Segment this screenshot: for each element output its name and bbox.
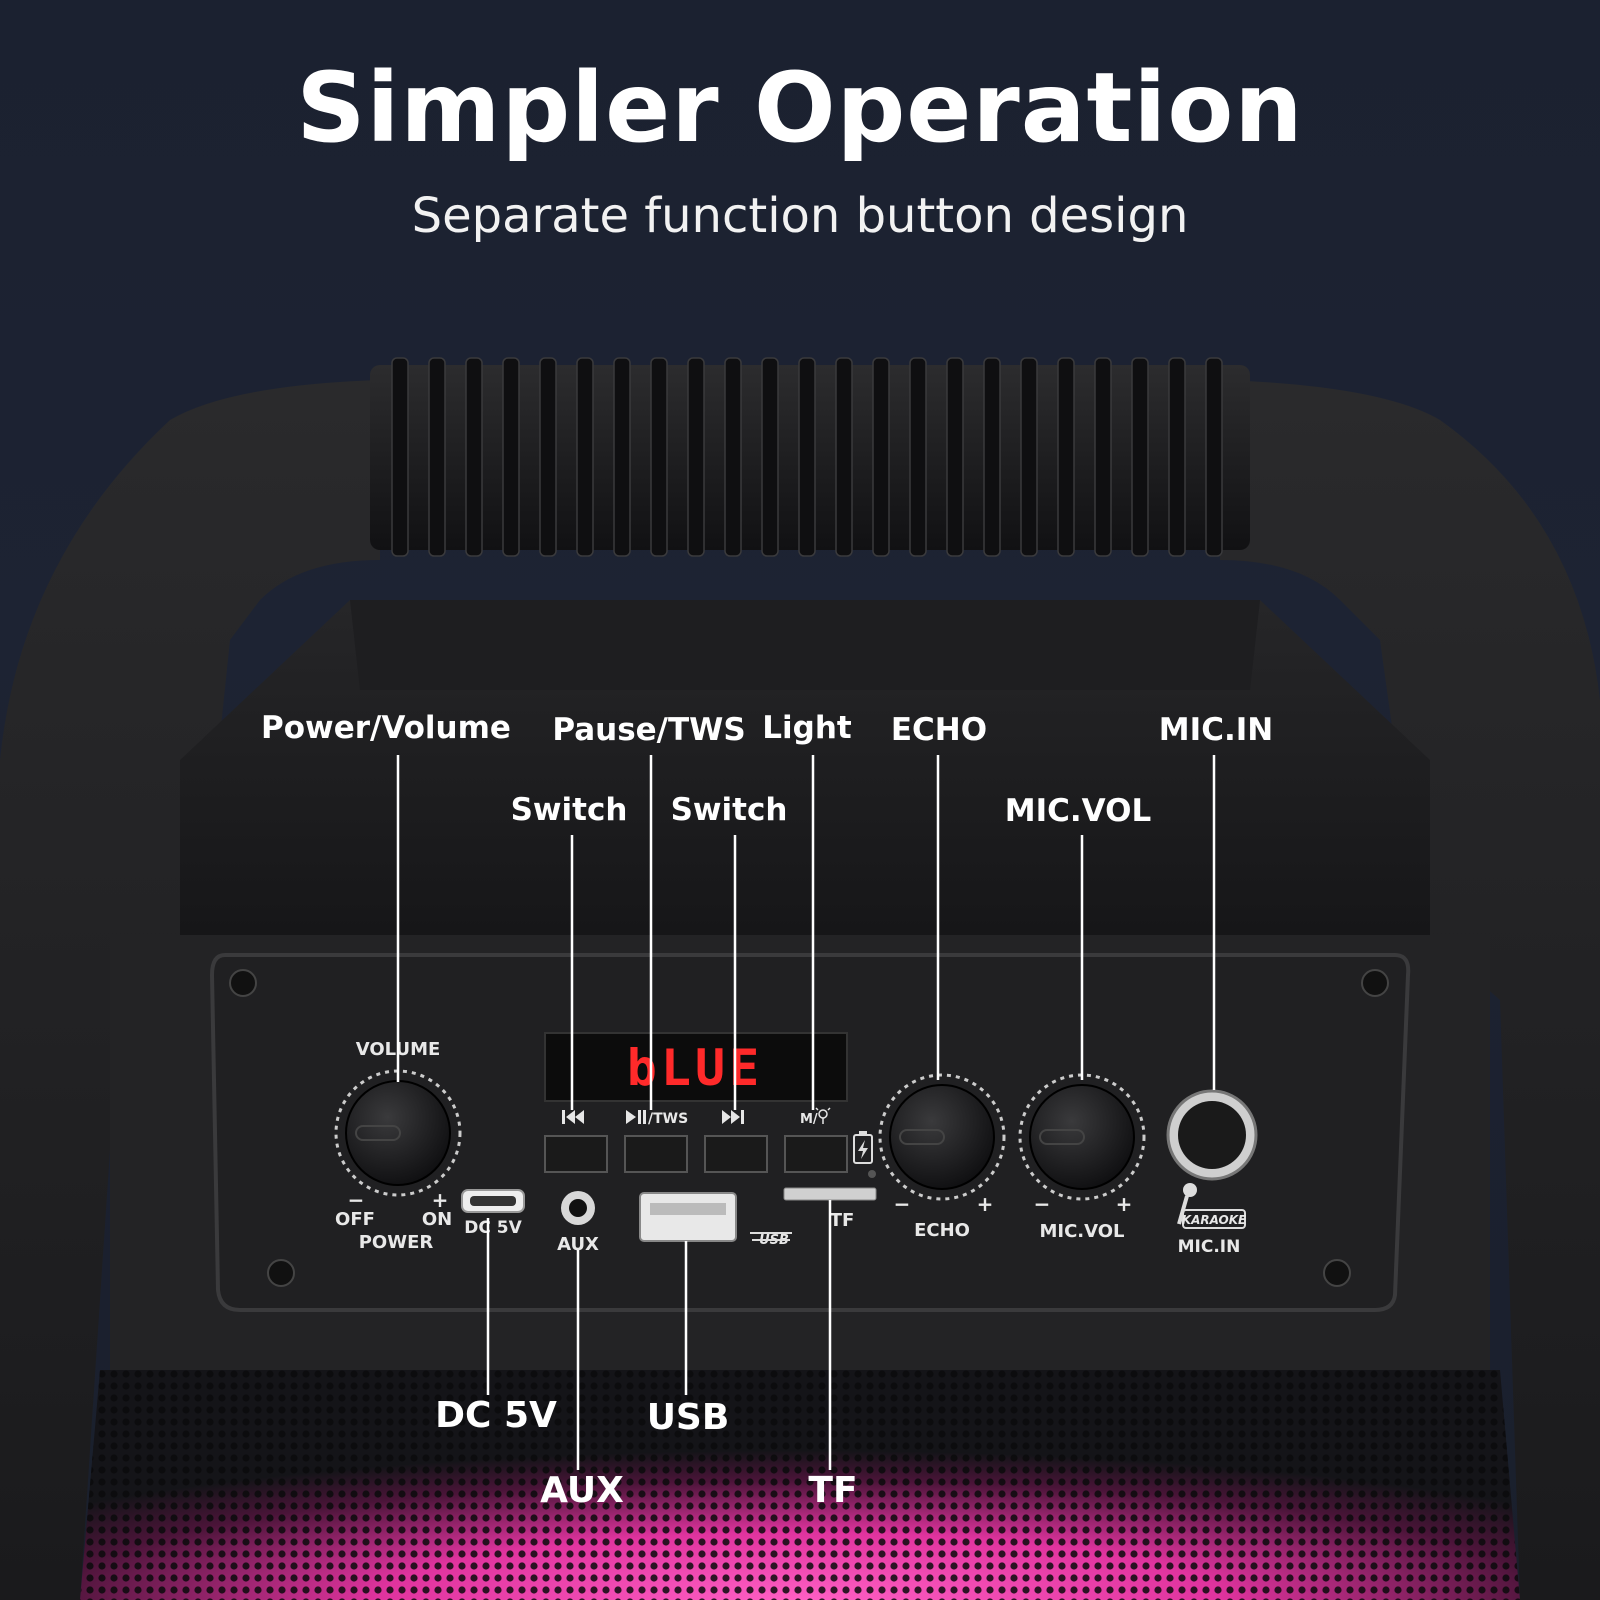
- handle-ridge: [761, 357, 779, 557]
- handle-ridge: [946, 357, 964, 557]
- control-panel: [209, 953, 1411, 1312]
- dc5v-panel-label: DC 5V: [464, 1218, 522, 1238]
- callout-dc5v: DC 5V: [435, 1395, 557, 1436]
- tws-label: /TWS: [648, 1111, 688, 1127]
- callout-mic-in: MIC.IN: [1158, 712, 1274, 748]
- display-text: bLUE: [627, 1039, 763, 1097]
- next-track-icon: [722, 1110, 744, 1124]
- screw-icon: [1323, 1259, 1351, 1287]
- callout-switch-prev: Switch: [510, 792, 628, 828]
- handle-ridge: [1094, 357, 1112, 557]
- handle-ridge: [1205, 357, 1223, 557]
- play-pause-icon: [626, 1110, 646, 1124]
- battery-icon: [853, 1131, 873, 1164]
- handle-ridge: [835, 357, 853, 557]
- aux-hole: [569, 1199, 587, 1217]
- karaoke-label: KARAOKE: [1182, 1213, 1247, 1227]
- mic-in-panel-label: MIC.IN: [1178, 1237, 1241, 1257]
- power-label: POWER: [359, 1232, 434, 1253]
- echo-panel-label: ECHO: [914, 1220, 970, 1241]
- tf-slot[interactable]: [783, 1187, 877, 1201]
- handle-ridge: [798, 357, 816, 557]
- handle-ridge: [539, 357, 557, 557]
- aux-panel-label: AUX: [557, 1234, 599, 1255]
- prev-track-icon: [562, 1110, 584, 1124]
- next-switch-button[interactable]: [704, 1135, 768, 1173]
- callout-switch-next: Switch: [670, 792, 788, 828]
- handle-ridge: [391, 357, 409, 557]
- handle-ridge: [1020, 357, 1038, 557]
- right-frame: [1220, 380, 1600, 1600]
- volume-knob[interactable]: [345, 1080, 451, 1186]
- volume-plus: +: [432, 1188, 449, 1212]
- knob-indicator: [899, 1129, 945, 1145]
- light-button[interactable]: [784, 1135, 848, 1173]
- grille-mesh: [80, 1370, 1520, 1600]
- callout-mic-vol: MIC.VOL: [1004, 793, 1152, 829]
- mic-vol-minus: −: [1034, 1192, 1051, 1216]
- mic-vol-plus: +: [1116, 1192, 1133, 1216]
- handle-recess: [350, 600, 1260, 690]
- mic-in-hole: [1178, 1101, 1246, 1169]
- screw-icon: [267, 1259, 295, 1287]
- volume-minus: −: [348, 1188, 365, 1212]
- echo-knob[interactable]: [889, 1084, 995, 1190]
- on-label: ON: [422, 1209, 452, 1230]
- callout-pause-tws: Pause/TWS: [552, 712, 746, 748]
- echo-scale: [878, 1073, 1006, 1201]
- callout-usb: USB: [646, 1397, 730, 1438]
- handle-ridge: [1057, 357, 1075, 557]
- screw-icon: [229, 969, 257, 997]
- left-frame: [0, 380, 380, 1600]
- knob-indicator: [355, 1125, 401, 1141]
- screw-icon: [1361, 969, 1389, 997]
- knob-indicator: [1039, 1129, 1085, 1145]
- handle-ridge: [687, 357, 705, 557]
- callout-light: Light: [762, 710, 852, 746]
- handle-ridge: [613, 357, 631, 557]
- pause-tws-button[interactable]: [624, 1135, 688, 1173]
- usb-logo-icon: [750, 1232, 792, 1241]
- light-mode-label: M/: [800, 1112, 818, 1127]
- handle-ridge: [1131, 357, 1149, 557]
- led-display: [544, 1032, 848, 1102]
- page-subtitle: Separate function button design: [411, 188, 1189, 244]
- handle-ridge: [650, 357, 668, 557]
- handle-ridge: [983, 357, 1001, 557]
- usb-port[interactable]: [639, 1192, 737, 1242]
- handle-ridge: [576, 357, 594, 557]
- mic-vol-panel-label: MIC.VOL: [1039, 1221, 1124, 1242]
- karaoke-badge: [1182, 1209, 1246, 1229]
- handle-ridge: [1168, 357, 1186, 557]
- handle-ridge: [502, 357, 520, 557]
- handle-ridge: [872, 357, 890, 557]
- tf-panel-label: TF: [830, 1210, 855, 1231]
- echo-minus: −: [894, 1192, 911, 1216]
- callout-aux: AUX: [540, 1470, 624, 1511]
- callout-tf: TF: [808, 1470, 858, 1511]
- callout-lines: [396, 755, 1216, 1470]
- handle-ridge: [428, 357, 446, 557]
- echo-plus: +: [977, 1192, 994, 1216]
- handle-ridge: [724, 357, 742, 557]
- mic-vol-knob[interactable]: [1029, 1084, 1135, 1190]
- status-led: [868, 1170, 876, 1178]
- off-label: OFF: [335, 1209, 375, 1230]
- dc5v-slot: [470, 1196, 516, 1206]
- callout-power-volume: Power/Volume: [261, 710, 511, 746]
- handle-ridge: [465, 357, 483, 557]
- usb-slot: [650, 1203, 726, 1215]
- page-title: Simpler Operation: [296, 52, 1304, 164]
- handle-ridges: [391, 357, 1223, 557]
- light-bulb-icon: [815, 1107, 831, 1124]
- handle-ridge: [909, 357, 927, 557]
- prev-switch-button[interactable]: [544, 1135, 608, 1173]
- callout-echo: ECHO: [890, 712, 988, 748]
